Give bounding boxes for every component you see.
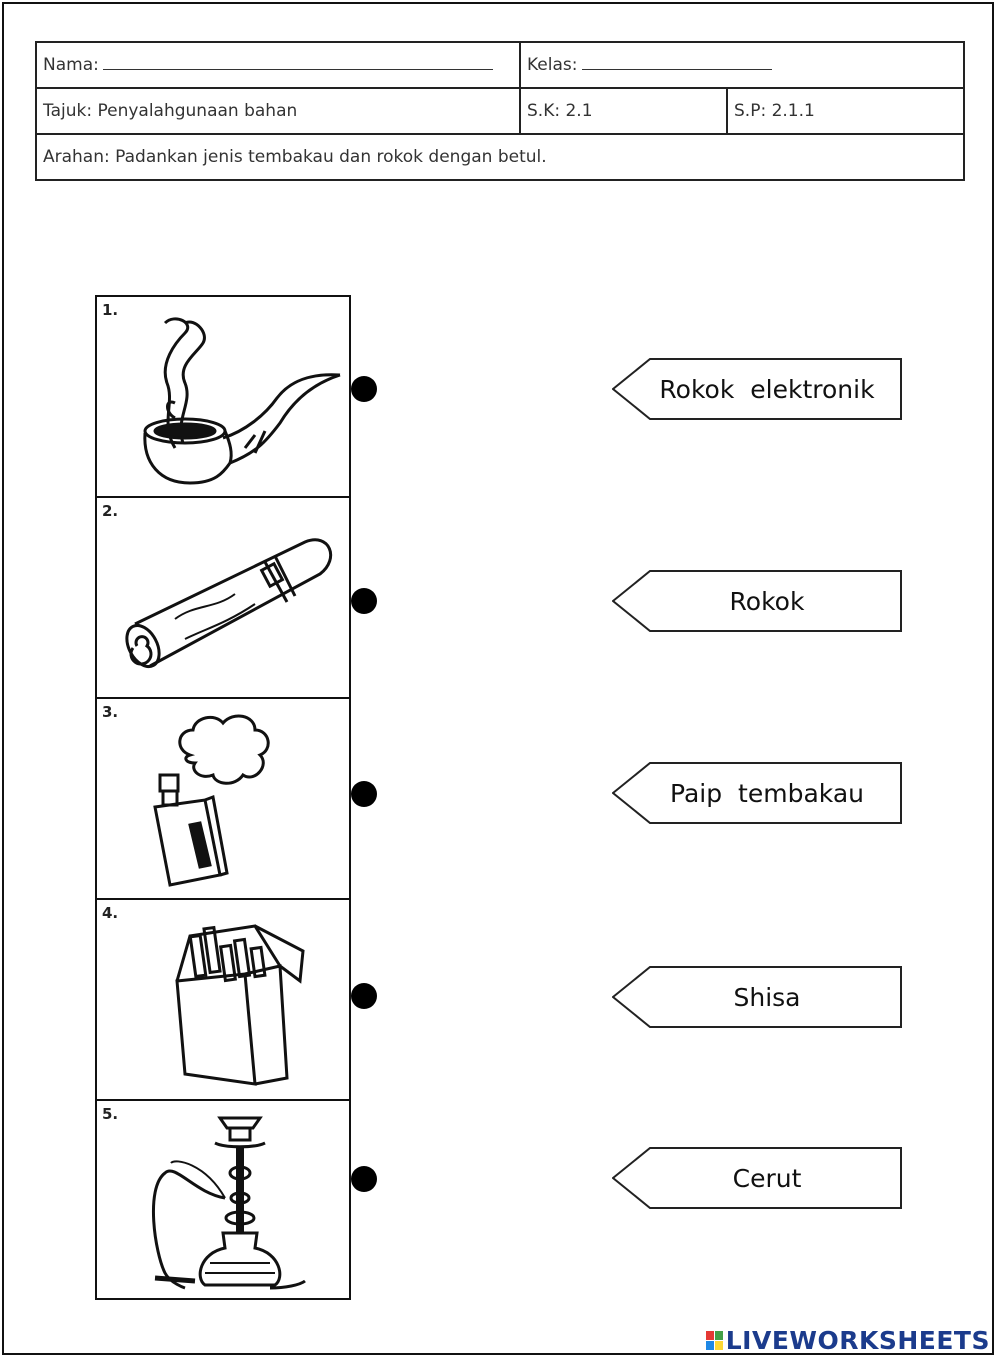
tajuk-cell: Tajuk: Penyalahgunaan bahan (35, 87, 521, 135)
picture-number: 5. (102, 1105, 119, 1123)
watermark-text: LIVEWORKSHEETS (725, 1326, 990, 1355)
picture-cell-5: 5. (97, 1101, 349, 1302)
nama-label: Nama: (43, 55, 99, 75)
picture-cell-1: 1. (97, 297, 349, 498)
match-dot-3[interactable] (351, 781, 377, 807)
sp-label: S.P: 2.1.1 (734, 101, 815, 121)
picture-number: 1. (102, 301, 119, 319)
kelas-blank[interactable] (581, 55, 772, 70)
cigar-icon (125, 538, 333, 669)
tajuk-label: Tajuk: Penyalahgunaan bahan (43, 101, 298, 121)
picture-cell-4: 4. (97, 900, 349, 1101)
sk-cell: S.K: 2.1 (519, 87, 728, 135)
picture-number: 3. (102, 703, 119, 721)
match-dot-4[interactable] (351, 983, 377, 1009)
answer-label: Rokok elektronik (659, 374, 875, 404)
sp-cell: S.P: 2.1.1 (726, 87, 965, 135)
nama-blank[interactable] (102, 55, 493, 70)
match-dot-2[interactable] (351, 588, 377, 614)
answer-tag-2[interactable]: Rokok (612, 570, 902, 632)
kelas-label: Kelas: (527, 55, 578, 75)
match-dot-1[interactable] (351, 376, 377, 402)
header-table: Nama: Kelas: Tajuk: Penyalahgunaan bahan… (35, 41, 965, 181)
picture-number: 2. (102, 502, 119, 520)
match-dot-5[interactable] (351, 1166, 377, 1192)
arahan-label: Arahan: Padankan jenis tembakau dan roko… (43, 147, 547, 167)
kelas-cell[interactable]: Kelas: (519, 41, 965, 89)
liveworksheets-logo-icon (705, 1331, 723, 1350)
answer-tag-4[interactable]: Shisa (612, 966, 902, 1028)
picture-column: 1. 2. 3. (95, 295, 351, 1300)
liveworksheets-watermark: LIVEWORKSHEETS (705, 1326, 990, 1355)
picture-number: 4. (102, 904, 119, 922)
picture-cell-3: 3. (97, 699, 349, 900)
cigarette-pack-icon (175, 924, 305, 1086)
answer-label: Cerut (732, 1163, 802, 1193)
picture-cell-2: 2. (97, 498, 349, 699)
answer-tag-1[interactable]: Rokok elektronik (612, 358, 902, 420)
nama-cell[interactable]: Nama: (35, 41, 521, 89)
tobacco-pipe-icon (143, 317, 341, 485)
arahan-cell: Arahan: Padankan jenis tembakau dan roko… (35, 133, 965, 181)
answer-label: Rokok (729, 586, 805, 616)
answer-label: Shisa (733, 982, 801, 1012)
e-cigarette-icon (153, 714, 270, 887)
answer-tag-3[interactable]: Paip tembakau (612, 762, 902, 824)
shisha-icon (152, 1116, 306, 1290)
answer-tag-5[interactable]: Cerut (612, 1147, 902, 1209)
answer-label: Paip tembakau (670, 778, 864, 808)
sk-label: S.K: 2.1 (527, 101, 593, 121)
